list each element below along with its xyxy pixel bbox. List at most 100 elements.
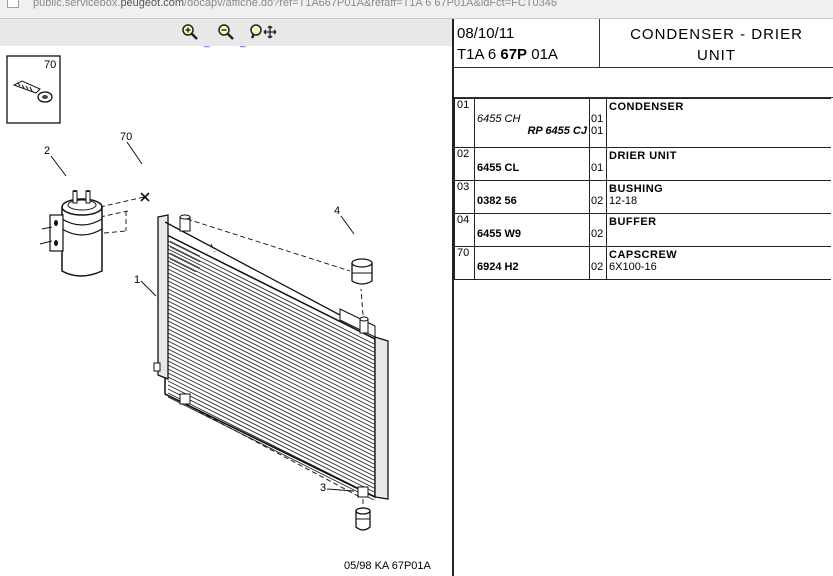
drier-unit[interactable] xyxy=(39,190,103,277)
condenser-fin xyxy=(167,244,375,349)
zoom-out-icon[interactable] xyxy=(217,23,235,41)
callout-2: 2 xyxy=(44,145,50,157)
quantity: 02 xyxy=(591,195,604,207)
condenser-fin xyxy=(167,352,375,457)
condenser-fin xyxy=(167,328,375,433)
condenser-fin xyxy=(167,240,375,345)
condenser-fin xyxy=(167,280,375,385)
item-number: 03 xyxy=(454,180,475,214)
panel-divider xyxy=(452,19,454,576)
part-label: BUFFER xyxy=(609,216,657,228)
quantity: 01 xyxy=(591,125,604,137)
screw-icon xyxy=(12,80,53,103)
condenser-fin xyxy=(167,252,375,357)
condenser-fin xyxy=(167,336,375,441)
address-bar[interactable]: public.servicebox.peugeot.com/docapv/aff… xyxy=(0,0,833,19)
condenser-fin xyxy=(167,396,375,501)
condenser-fin xyxy=(167,368,375,473)
condenser-fin xyxy=(167,248,375,353)
condenser-fin xyxy=(167,372,375,477)
part-ref-alt: RP 6455 CJ xyxy=(527,125,587,137)
part-ref: 6455 CH xyxy=(477,113,521,125)
exploded-parts-diagram: 70 xyxy=(6,55,389,531)
item-number: 02 xyxy=(454,147,475,181)
screw-marker xyxy=(140,192,150,202)
condenser-fin xyxy=(167,264,375,369)
condenser-fin xyxy=(167,364,375,469)
condenser-fin xyxy=(167,392,375,497)
condenser-fin xyxy=(167,276,375,381)
callout-70: 70 xyxy=(120,131,132,143)
quantity: 02 xyxy=(591,228,604,240)
catalog-date: 08/10/11 xyxy=(457,25,515,42)
inset-label: 70 xyxy=(44,59,56,71)
condenser-fin xyxy=(167,380,375,485)
condenser-fin xyxy=(167,292,375,397)
condenser-fin xyxy=(167,256,375,361)
condenser-fin xyxy=(167,376,375,481)
condenser-fin xyxy=(167,384,375,489)
item-number: 01 xyxy=(454,98,475,148)
part-ref: 6924 H2 xyxy=(477,261,519,273)
part-ref: 6455 W9 xyxy=(477,228,522,240)
condenser-fin xyxy=(167,268,375,373)
condenser-fin xyxy=(167,332,375,437)
part-label: CONDENSER xyxy=(609,101,684,113)
condenser-fin xyxy=(167,308,375,413)
part-label: DRIER UNIT xyxy=(609,150,677,162)
capscrew-inset[interactable]: 70 xyxy=(6,55,61,124)
header-divider xyxy=(599,19,600,67)
condenser-fin xyxy=(167,344,375,449)
condenser-fin xyxy=(167,260,375,365)
diagram-panel: _ _ 70 xyxy=(0,19,452,576)
part-ref: 0382 56 xyxy=(477,195,517,207)
table-row[interactable]: 04 6455 W9 02 BUFFER xyxy=(454,213,831,247)
quantity: 02 xyxy=(591,261,604,273)
page-icon xyxy=(7,0,19,8)
item-number: 04 xyxy=(454,213,475,247)
toolbar-separator: _ xyxy=(204,37,210,48)
condenser-fin xyxy=(167,320,375,425)
condenser-fin xyxy=(167,348,375,453)
condenser-fin xyxy=(167,388,375,493)
part-label: CAPSCREW xyxy=(609,249,678,261)
callout-3: 3 xyxy=(320,482,326,494)
condenser-fin xyxy=(167,356,375,461)
part-label: BUSHING xyxy=(609,183,664,195)
toolbar-separator: _ xyxy=(240,37,246,48)
url-text[interactable]: public.servicebox.peugeot.com/docapv/aff… xyxy=(33,0,557,9)
part-ref: 6455 CL xyxy=(477,162,520,174)
parts-panel: 08/10/11 T1A 6 67P 01A CONDENSER - DRIER… xyxy=(454,19,833,576)
part-detail: 12-18 xyxy=(609,195,638,207)
zoom-in-icon[interactable] xyxy=(181,23,199,41)
catalog-reference: T1A 6 67P 01A xyxy=(457,46,558,63)
pan-icon[interactable] xyxy=(249,23,279,41)
condenser-core[interactable] xyxy=(153,214,389,501)
quantity: 01 xyxy=(591,162,604,174)
bushing-part[interactable] xyxy=(355,507,371,531)
zoom-toolbar: _ _ xyxy=(0,19,452,48)
header-rule xyxy=(454,67,833,68)
condenser-fin xyxy=(167,324,375,429)
condenser-fin xyxy=(167,284,375,389)
condenser-fin xyxy=(167,360,375,465)
condenser-fin xyxy=(167,304,375,409)
item-number: 70 xyxy=(454,246,475,280)
header-rule xyxy=(454,97,833,98)
quantity: 01 xyxy=(591,113,604,125)
table-row[interactable]: 02 6455 CL 01 DRIER UNIT xyxy=(454,147,831,181)
part-detail: 6X100-16 xyxy=(609,261,657,273)
callout-4: 4 xyxy=(334,205,340,217)
callout-1: 1 xyxy=(134,274,140,286)
condenser-fin xyxy=(167,288,375,393)
condenser-fin xyxy=(167,340,375,445)
buffer-part[interactable] xyxy=(351,258,373,285)
condenser-fin xyxy=(167,316,375,421)
diagram-reference: 05/98 KA 67P01A xyxy=(344,560,431,572)
condenser-fin xyxy=(167,296,375,401)
